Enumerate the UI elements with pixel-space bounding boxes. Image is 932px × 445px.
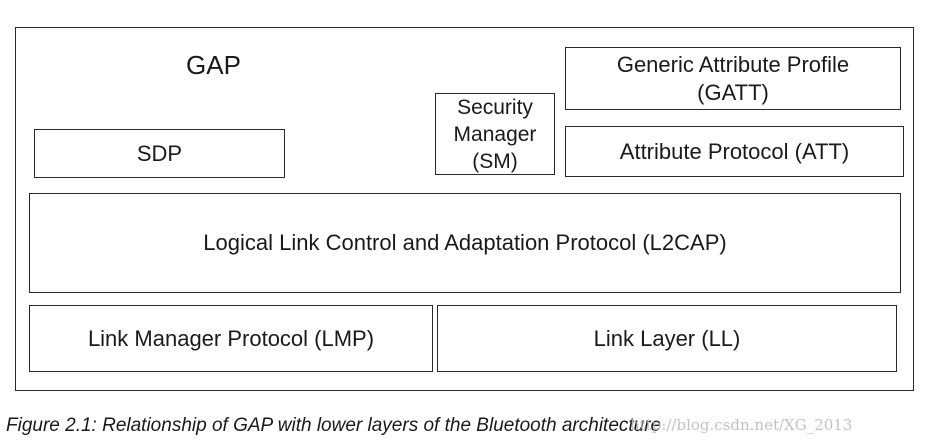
ll-box: Link Layer (LL) — [437, 305, 897, 372]
ll-label: Link Layer (LL) — [593, 325, 741, 351]
l2cap-label: Logical Link Control and Adaptation Prot… — [203, 230, 727, 255]
security-manager-label-line3: (SM) — [472, 149, 518, 173]
security-manager-box: Security Manager (SM) — [435, 93, 555, 175]
lmp-box: Link Manager Protocol (LMP) — [29, 305, 433, 372]
sdp-box: SDP — [34, 129, 285, 178]
figure-caption: Figure 2.1: Relationship of GAP with low… — [6, 415, 662, 436]
security-manager-label-line1: Security — [457, 95, 533, 119]
gatt-label-line2: (GATT) — [697, 79, 769, 105]
security-manager-label-line2: Manager — [453, 122, 537, 146]
gatt-label-line1: Generic Attribute Profile — [616, 51, 850, 77]
att-label: Attribute Protocol (ATT) — [619, 138, 850, 164]
att-box: Attribute Protocol (ATT) — [565, 126, 904, 177]
gap-container — [15, 27, 914, 391]
lmp-label: Link Manager Protocol (LMP) — [87, 325, 375, 351]
l2cap-box: Logical Link Control and Adaptation Prot… — [29, 193, 901, 293]
gap-label: GAP — [186, 50, 241, 80]
watermark: http://blog.csdn.net/XG_2013 — [630, 416, 853, 434]
gatt-box: Generic Attribute Profile (GATT) — [565, 47, 901, 110]
sdp-label: SDP — [136, 140, 183, 166]
